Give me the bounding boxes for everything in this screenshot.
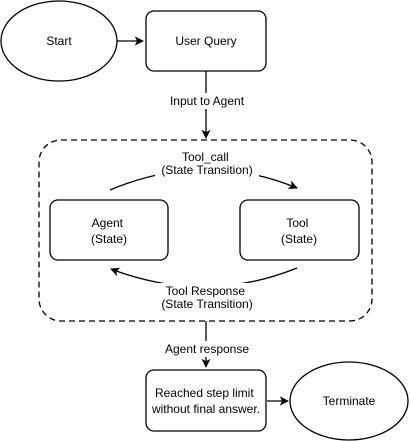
agent-state-label-line-1: Agent — [92, 216, 124, 230]
tool-response-label: Tool Response (State Transition) — [161, 284, 252, 311]
tool-response-label-line-2: (State Transition) — [161, 297, 252, 311]
agent-state-label-line-2: (State) — [91, 232, 127, 246]
start-node — [0, 0, 118, 82]
tool-state-label-line-1: Tool — [286, 216, 308, 230]
start-node-label: Start — [46, 34, 72, 48]
tool-state-node-label: Tool (State) — [281, 216, 317, 246]
agent-response-label: Agent response — [165, 342, 249, 356]
step-limit-label-line-1: Reached step limit — [155, 386, 254, 400]
agent-loop-container — [38, 139, 373, 322]
step-limit-node — [145, 369, 267, 432]
tool-call-label: Tool_call (State Transition) — [161, 150, 252, 177]
tool-response-label-line-1: Tool Response — [166, 284, 246, 298]
user-query-node-label: User Query — [175, 34, 236, 48]
tool-call-label-line-2: (State Transition) — [161, 163, 252, 177]
user-query-node — [145, 10, 267, 72]
tool-call-label-line-1: Tool_call — [182, 150, 229, 164]
tool-state-node — [239, 199, 360, 261]
terminate-node — [289, 361, 409, 441]
step-limit-label-line-2: without final answer. — [151, 402, 260, 416]
tool-state-label-line-2: (State) — [281, 232, 317, 246]
input-to-agent-label: Input to Agent — [170, 94, 245, 108]
step-limit-node-label: Reached step limit without final answer. — [151, 386, 260, 416]
agent-state-node — [49, 199, 169, 261]
terminate-node-label: Terminate — [323, 394, 376, 408]
agent-state-node-label: Agent (State) — [91, 216, 127, 246]
